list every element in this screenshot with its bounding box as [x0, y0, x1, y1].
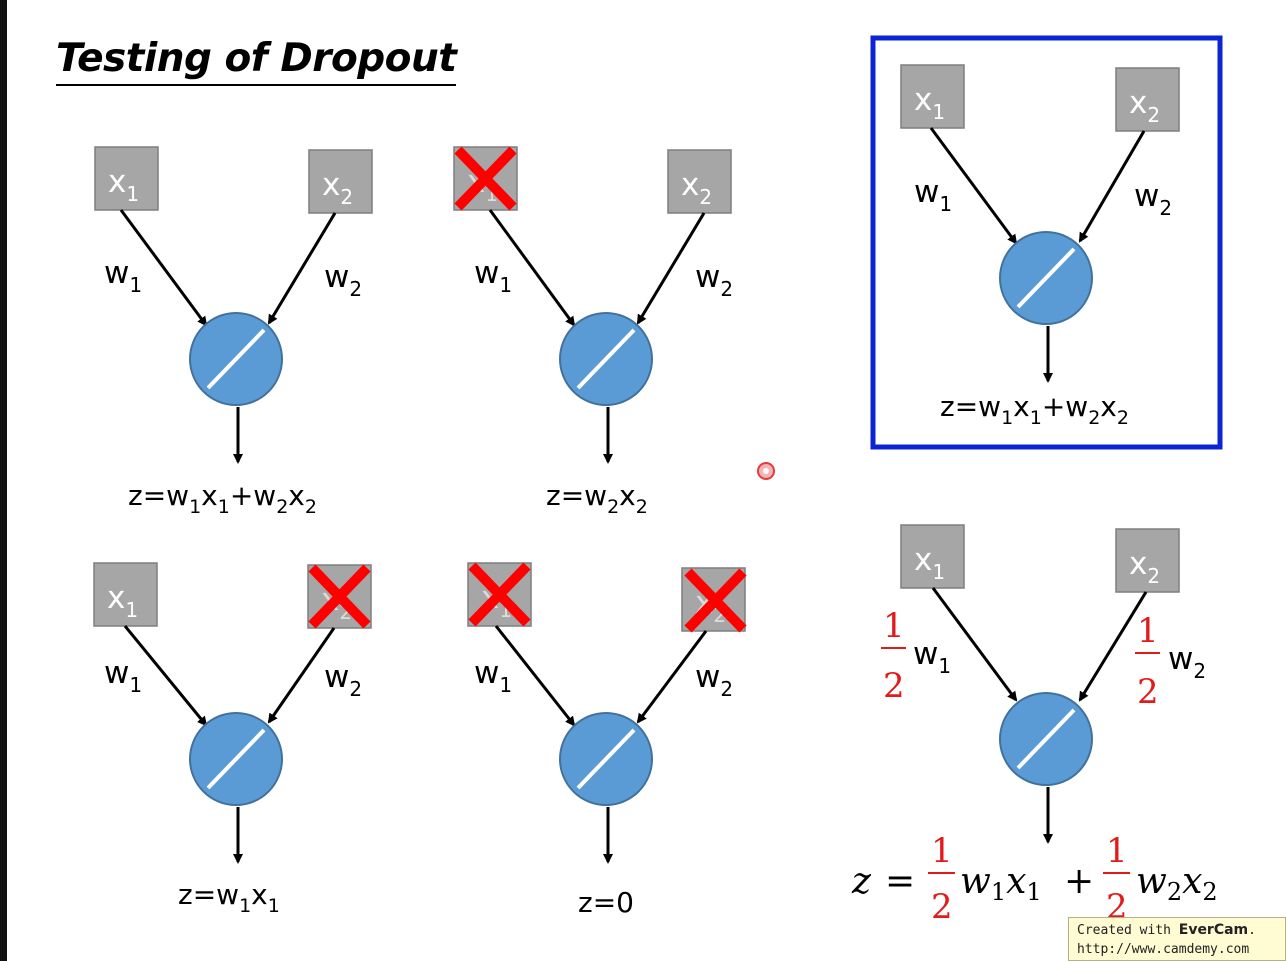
- input-x2-label: x2: [1129, 85, 1160, 127]
- input-x1-node: [93, 562, 158, 627]
- input-x2-label: x2: [681, 167, 712, 209]
- fraction-w1: 1 2: [881, 606, 906, 706]
- weight-w1-label: w1: [104, 255, 142, 297]
- svg-text:+: +: [1064, 861, 1094, 902]
- output-equation: z=w1x1: [178, 878, 280, 917]
- red-x-icon: [684, 568, 747, 633]
- linear-activation-icon: [1016, 247, 1076, 309]
- output-equation: z=w2x2: [546, 479, 648, 518]
- svg-text:1: 1: [931, 831, 953, 871]
- input-x2-node: [667, 149, 732, 214]
- input-x1-label: x1: [107, 580, 138, 622]
- edge-w1: [488, 209, 576, 327]
- window-edge: [0, 0, 7, 961]
- network-highlighted: x1 x2 w1 w2 z=w1x1+w2x2: [900, 64, 1180, 429]
- edge-w2: [1078, 591, 1148, 702]
- weight-w2-label: w2: [324, 659, 362, 701]
- output-equation: z=0: [578, 886, 634, 919]
- scaled-output-equation: z = 1 2 w1x1 + 1 2 w2x2: [851, 831, 1218, 927]
- input-x2-label: x2: [1129, 546, 1160, 588]
- svg-text:1: 1: [1106, 831, 1128, 871]
- weight-w1-label: w1: [474, 655, 512, 697]
- svg-text:1: 1: [1137, 611, 1159, 651]
- edge-w2: [636, 212, 706, 325]
- input-x1-node: [94, 146, 159, 211]
- red-x-icon: [468, 562, 531, 627]
- watermark-brand: EverCam: [1178, 922, 1249, 938]
- watermark-prefix: Created with: [1077, 923, 1179, 938]
- input-x2-node: [1115, 67, 1180, 132]
- svg-text:1: 1: [883, 606, 905, 646]
- pointer-cursor: [757, 462, 775, 480]
- edge-w1: [494, 625, 576, 727]
- input-x1-label: x1: [108, 164, 139, 206]
- output-equation: z=w1x1+w2x2: [940, 390, 1129, 429]
- svg-text:w1x1: w1x1: [960, 861, 1042, 906]
- network-all-dropped: x1 x2 w1 w2 z=0: [467, 562, 747, 919]
- network-full: x1 x2 w1 w2 z=w1x1+w2x2: [94, 146, 373, 518]
- network-x2-dropped: x1 x2 w1 w2 z=w1x1: [93, 562, 372, 917]
- svg-text:z: z: [851, 861, 872, 902]
- edge-w1: [119, 209, 208, 327]
- input-x2-node: [308, 149, 373, 214]
- linear-activation-icon: [1016, 708, 1076, 770]
- input-x2-node: [1115, 528, 1180, 593]
- recorder-watermark[interactable]: Created with EverCam. http://www.camdemy…: [1068, 917, 1286, 961]
- slide-title: Testing of Dropout: [56, 36, 457, 86]
- edge-w2: [1078, 130, 1146, 243]
- highlight-frame: [870, 35, 1223, 450]
- svg-text:w2x2: w2x2: [1136, 861, 1218, 906]
- weight-w2-label: w2: [1134, 178, 1172, 220]
- output-equation: z=w1x1+w2x2: [128, 479, 317, 518]
- fraction-w2: 1 2: [1135, 611, 1160, 712]
- linear-activation-icon: [206, 728, 266, 790]
- watermark-suffix: .: [1248, 923, 1256, 938]
- input-x1-label: x1: [914, 542, 945, 584]
- weight-w2-label: w2: [324, 259, 362, 301]
- edge-w1: [123, 625, 208, 727]
- watermark-url[interactable]: http://www.camdemy.com: [1077, 942, 1250, 957]
- weight-w2-label: w2: [1168, 641, 1206, 683]
- edge-w2: [267, 627, 336, 724]
- svg-text:2: 2: [883, 666, 905, 706]
- edge-w2: [636, 630, 708, 724]
- input-x2-label: x2: [322, 167, 353, 209]
- weight-w1-label: w1: [474, 255, 512, 297]
- edge-w2: [267, 212, 337, 325]
- edge-w1: [931, 587, 1018, 702]
- weight-w1-label: w1: [914, 174, 952, 216]
- svg-text:2: 2: [931, 887, 953, 927]
- weight-w1-label: w1: [913, 636, 951, 678]
- svg-text:2: 2: [1137, 672, 1159, 712]
- linear-activation-icon: [206, 328, 266, 390]
- linear-activation-icon: [576, 728, 636, 790]
- network-x1-dropped: x1 x2 w1 w2 z=w2x2: [453, 146, 733, 518]
- red-x-icon: [308, 564, 371, 629]
- red-x-icon: [454, 146, 517, 211]
- linear-activation-icon: [576, 328, 636, 390]
- weight-w2-label: w2: [695, 259, 733, 301]
- input-x1-node: [900, 524, 965, 589]
- input-x1-label: x1: [914, 82, 945, 124]
- weight-w2-label: w2: [695, 659, 733, 701]
- network-scaled-weights: x1 x2 1 2 w1 1 2 w2 z = 1 2 w1x1 + 1: [851, 524, 1218, 927]
- edge-w1: [929, 127, 1018, 245]
- svg-text:=: =: [885, 861, 915, 902]
- weight-w1-label: w1: [104, 655, 142, 697]
